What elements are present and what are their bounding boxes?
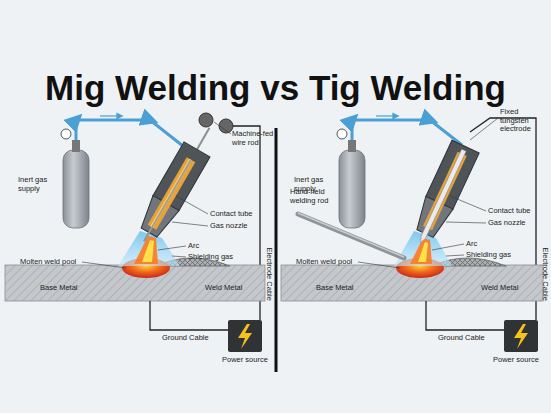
- electrode-cable-label: Electrode Cable: [265, 243, 274, 305]
- electrode-cable-label: Weld Metal: [481, 284, 533, 293]
- weld-metal-label: Base Metal: [316, 284, 376, 293]
- gas-nozzle-label: Gas nozzle: [488, 219, 534, 228]
- title: Mig Welding vs Tig Welding: [0, 68, 551, 108]
- contact-tube-label: Contact tube: [488, 207, 534, 216]
- weld-pool-label: Shielding gas: [466, 251, 526, 260]
- weld-pool-label: Molten weld pool: [20, 258, 84, 267]
- ground-cable-label: Ground Cable: [162, 334, 222, 343]
- contact-tube-label: Contact tube: [210, 210, 272, 219]
- weld-metal-label: Weld Metal: [205, 284, 257, 293]
- ground-cable-label: Electrode Cable: [541, 243, 550, 305]
- mig-drawing: [5, 113, 265, 352]
- gas-supply-label: Power source: [493, 356, 549, 365]
- arc-label: Hand-held welding rod: [290, 188, 338, 205]
- arc-label: Arc: [188, 242, 238, 251]
- divider: [275, 128, 278, 372]
- tig-drawing: [281, 116, 543, 352]
- wire-feed-label: Fixed tungsten electrode: [500, 108, 540, 134]
- gas-nozzle-label: Gas nozzle: [210, 222, 272, 231]
- base-metal-label: Base Metal: [40, 284, 100, 293]
- power-source-label: Power source: [222, 356, 278, 365]
- wire-feed-label: Machine-fed wire rod: [232, 130, 276, 147]
- shielding-gas-label: Shielding gas: [188, 253, 250, 262]
- gas-supply-label: Inert gas supply: [18, 176, 60, 193]
- power-source-label: Ground Cable: [438, 334, 498, 343]
- base-metal-label: Molten weld pool: [296, 258, 360, 267]
- shielding-gas-label: Arc: [466, 240, 506, 249]
